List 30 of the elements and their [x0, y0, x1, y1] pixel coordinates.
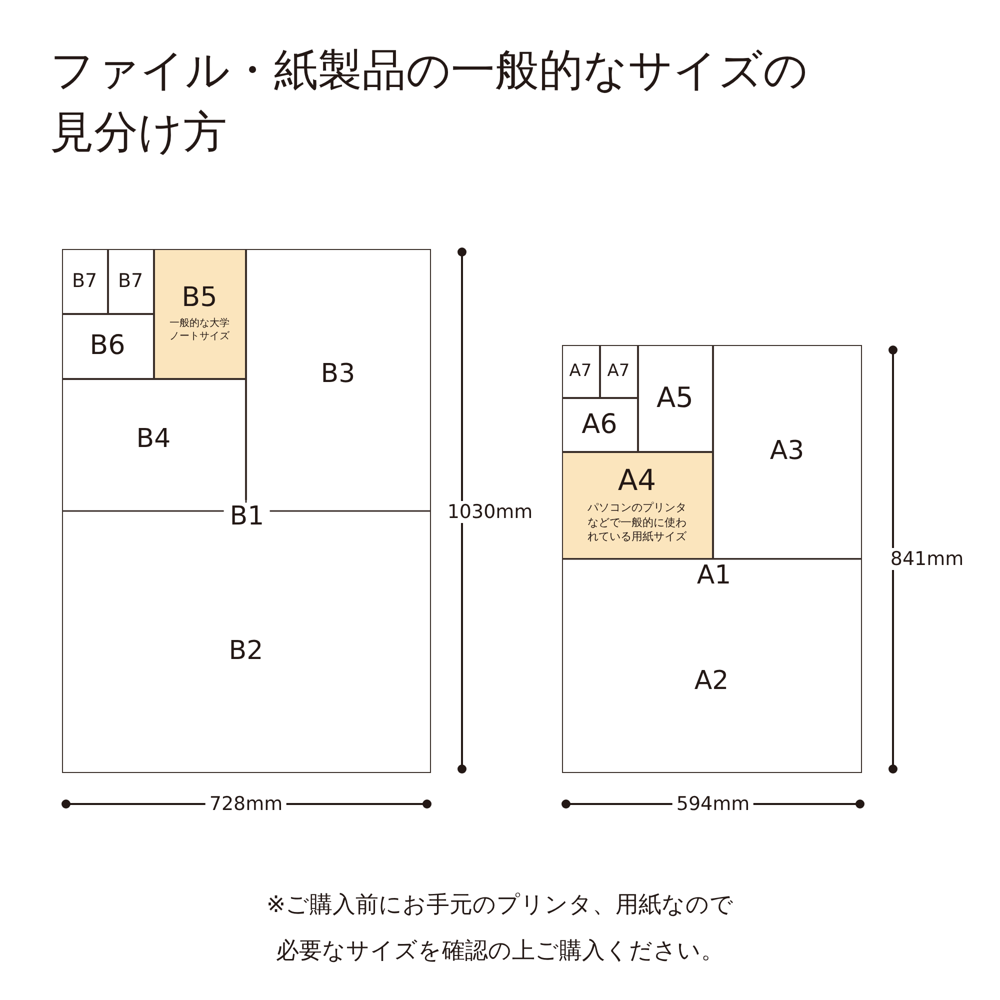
paper-size-area [62, 314, 154, 378]
paper-size-area [62, 378, 246, 500]
paper-size-area [62, 249, 431, 773]
size-label: A3 [770, 437, 804, 466]
paper-size-area [638, 344, 712, 452]
paper-size-area [562, 345, 862, 773]
size-label: B3 [320, 360, 356, 389]
size-description: 一般的な大学ノートサイズ [168, 316, 230, 344]
size-label: B6 [90, 331, 126, 361]
size-label: A7 [607, 362, 630, 380]
title: ファイル・紙製品の一般的なサイズの見分け方 [50, 44, 809, 160]
size-label: B7 [72, 270, 98, 292]
paper-size-area [562, 452, 712, 558]
paper-size-area [62, 248, 108, 314]
size-label: B5 [182, 283, 218, 313]
size-description: パソコンのプリンタなどで一般的に使われている用紙サイズ [586, 500, 688, 546]
size-label: A7 [569, 362, 592, 380]
paper-size-area [154, 248, 246, 378]
size-label: B4 [136, 425, 171, 454]
size-label: B2 [228, 637, 264, 666]
size-label: B7 [118, 270, 144, 292]
size-label: A6 [582, 410, 618, 440]
paper-size-area [562, 398, 638, 452]
size-label: A4 [618, 464, 656, 497]
paper-size-area [108, 248, 154, 314]
paper-size-area [600, 344, 638, 398]
note-text: ※ご購入前にお手元のプリンタ、用紙なので必要なサイズを確認の上ご購入ください。 [265, 891, 735, 966]
size-label: A5 [656, 382, 694, 414]
size-label: A2 [694, 666, 729, 696]
paper-size-area [562, 344, 600, 398]
